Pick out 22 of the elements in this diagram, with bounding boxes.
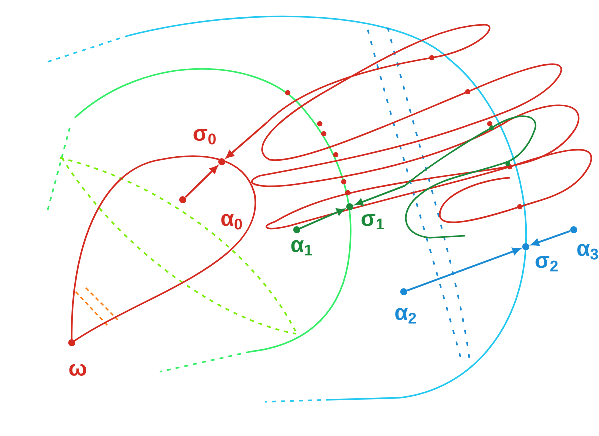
point-dot bbox=[400, 288, 408, 296]
point-dot bbox=[522, 244, 530, 250]
point-label: σ$_{2}$ bbox=[536, 256, 558, 272]
point-dot bbox=[346, 204, 354, 210]
point-label: ω bbox=[70, 364, 86, 376]
arrow bbox=[407, 248, 520, 292]
arrow bbox=[532, 230, 571, 246]
point-dot bbox=[68, 340, 76, 346]
point-label: σ$_{0}$ bbox=[194, 129, 216, 145]
point-label: α$_{1}$ bbox=[292, 240, 312, 256]
arrow bbox=[185, 166, 218, 198]
point-dot bbox=[294, 226, 300, 234]
point-dot bbox=[570, 226, 578, 234]
arrow bbox=[226, 121, 269, 158]
point-dot bbox=[180, 196, 186, 204]
point-label: α$_{0}$ bbox=[222, 214, 242, 230]
point-label: σ$_{1}$ bbox=[362, 214, 384, 230]
point-dot bbox=[218, 158, 226, 166]
arrow bbox=[355, 185, 406, 206]
arrow bbox=[300, 208, 345, 230]
point-label: α$_{3}$ bbox=[578, 244, 598, 260]
point-label: α$_{2}$ bbox=[396, 308, 416, 324]
